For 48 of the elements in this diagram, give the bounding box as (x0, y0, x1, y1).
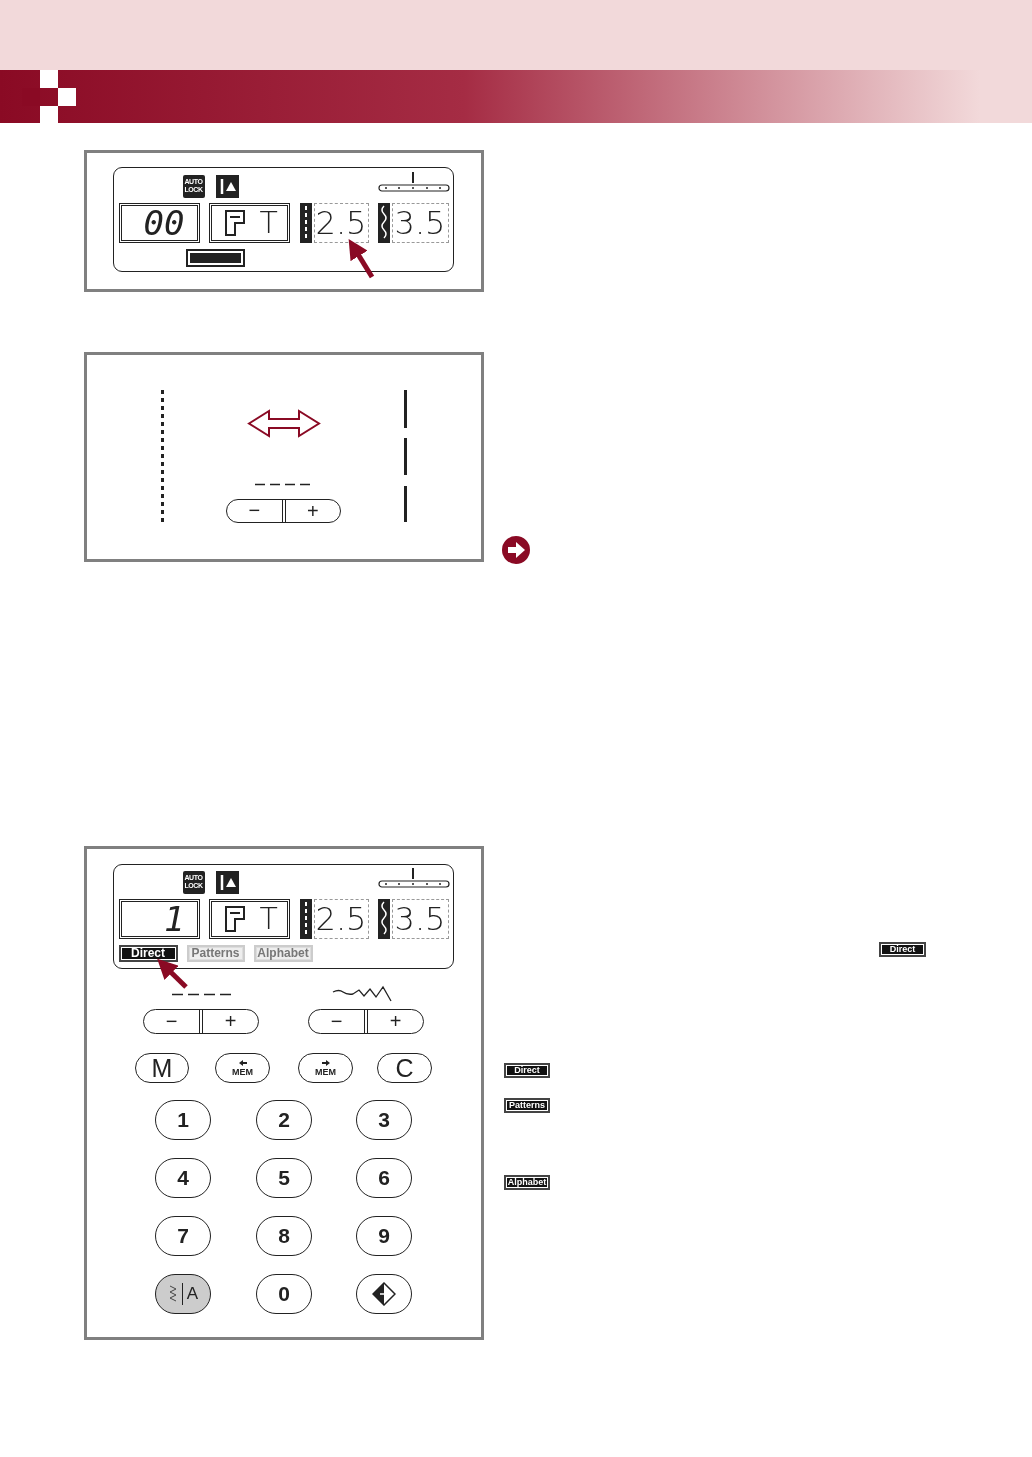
pointer-arrow (157, 958, 188, 989)
stitch-width-value: 3.5 (391, 202, 449, 243)
panel-frame (84, 846, 484, 1340)
presser-foot-display (208, 202, 290, 243)
pattern-number-display: 1 (118, 898, 200, 939)
indicator-bar (185, 248, 245, 267)
stitch-length-display (299, 898, 369, 939)
pattern-number-display: 00 (118, 202, 200, 243)
stitch-length-display (299, 202, 369, 243)
memory-key: M (135, 1053, 189, 1083)
stitch-length-value: 2.5 (313, 898, 369, 939)
number-key: 4 (155, 1158, 211, 1198)
number-key: 3 (356, 1100, 412, 1140)
number-key: 7 (155, 1216, 211, 1256)
display-letter: T (259, 205, 278, 240)
number-key: 1 (155, 1100, 211, 1140)
display-letter: T (259, 901, 278, 936)
presser-foot-display (208, 898, 290, 939)
stitch-width-value: 3.5 (391, 898, 449, 939)
active-mode-indicator: Direct (118, 944, 178, 962)
stitch-length-value: 2.5 (313, 202, 369, 243)
memory-key: MEM (298, 1053, 353, 1083)
number-key: 8 (256, 1216, 312, 1256)
inactive-mode-indicator: Patterns (186, 944, 245, 962)
number-key: 9 (356, 1216, 412, 1256)
mode-indicator: Direct (879, 942, 926, 957)
minus-plus-button: − + (308, 1009, 424, 1034)
memory-key: MEM (215, 1053, 270, 1083)
number-key: 0 (256, 1274, 312, 1314)
number-key: 2 (256, 1100, 312, 1140)
lcd-display (113, 167, 454, 272)
mode-indicator: Patterns (504, 1098, 550, 1113)
memory-key: C (377, 1053, 432, 1083)
number-key: 5 (256, 1158, 312, 1198)
panel-frame (84, 352, 484, 562)
stitch-width-display (377, 202, 449, 243)
stitch-alphabet-key: A (155, 1274, 211, 1314)
minus-plus-button: − + (226, 499, 341, 523)
stitch-width-display (377, 898, 449, 939)
lcd-display (113, 864, 454, 969)
panel-frame (84, 150, 484, 292)
number-key: 6 (356, 1158, 412, 1198)
inactive-mode-indicator: Alphabet (253, 944, 313, 962)
mirror-key (356, 1274, 412, 1314)
mode-indicator: Alphabet (504, 1175, 550, 1190)
mode-indicator: Direct (504, 1063, 550, 1078)
minus-plus-button: − + (143, 1009, 259, 1034)
pointer-arrow (348, 238, 375, 279)
